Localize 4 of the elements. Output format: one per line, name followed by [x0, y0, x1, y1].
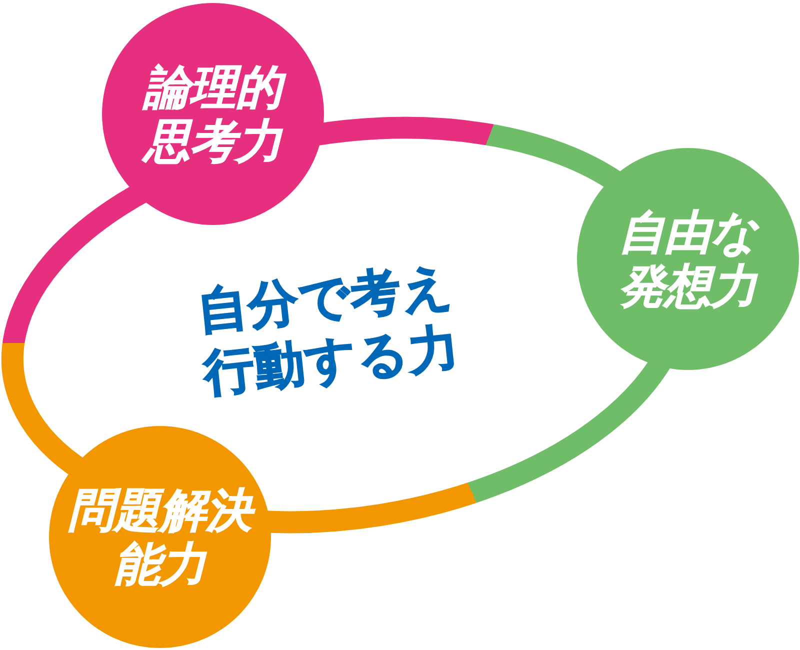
topic-circle: 自由な発想力: [577, 148, 799, 370]
topic-circle: 論理的思考力: [102, 3, 324, 225]
center-text: 自分で考え行動する力: [194, 255, 464, 404]
topic-circle: 問題解決能力: [49, 426, 271, 648]
